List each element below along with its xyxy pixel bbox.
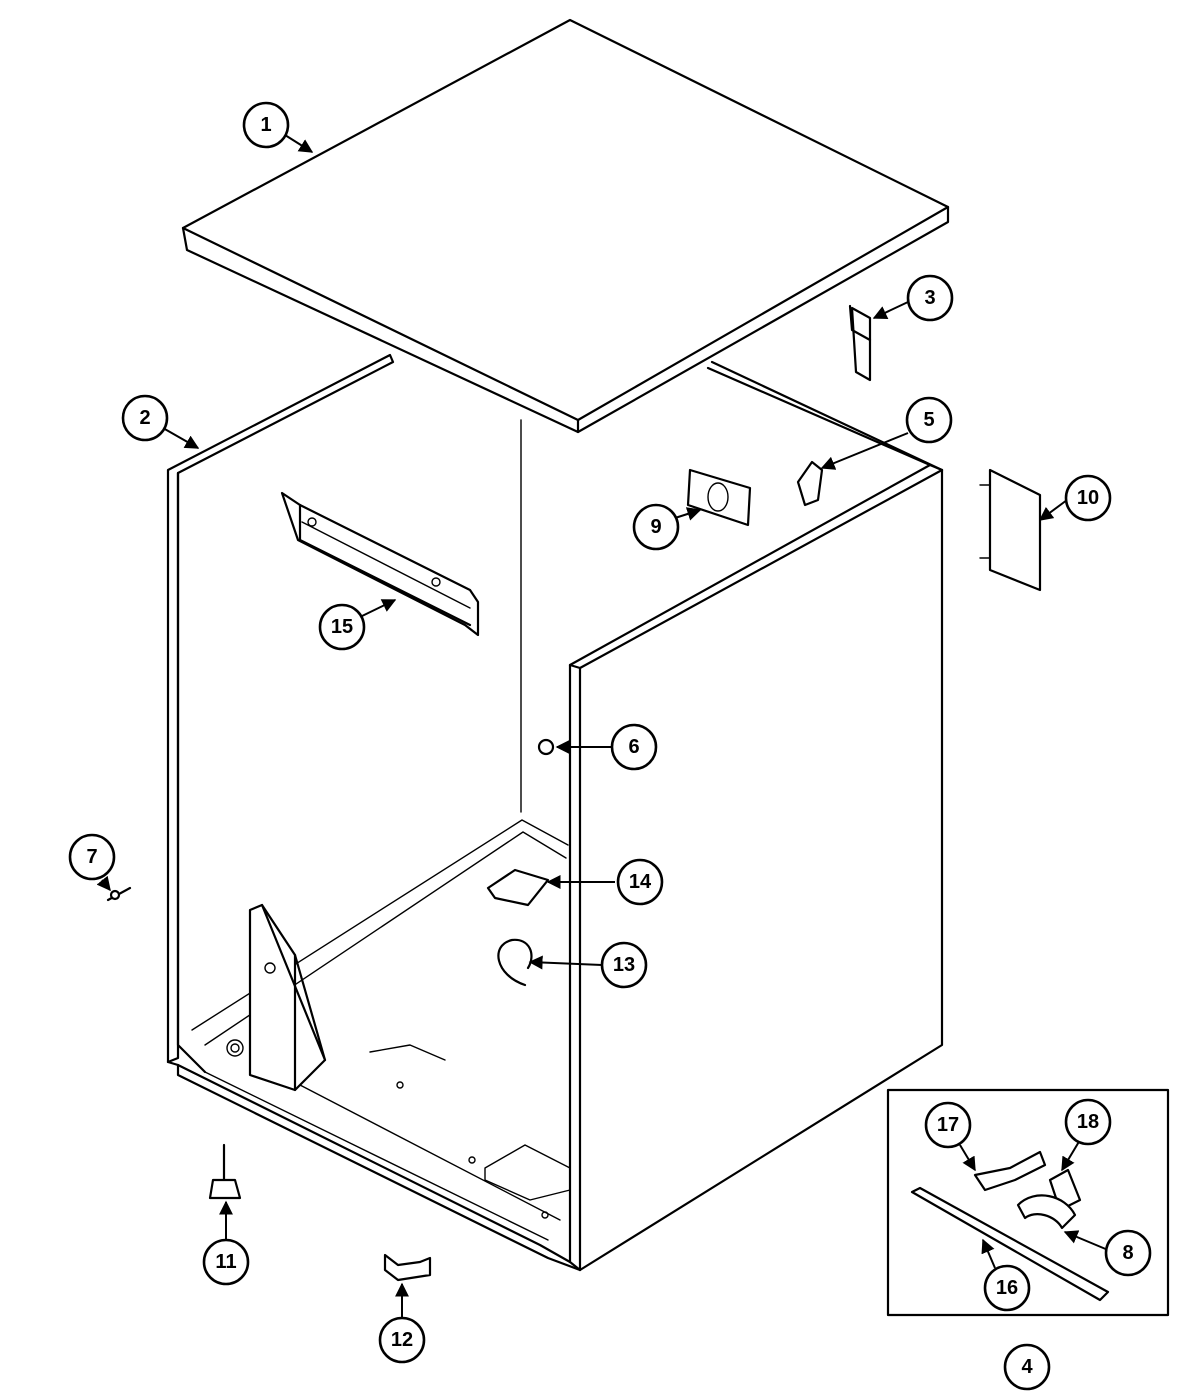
- callout-8: 8: [1104, 1229, 1152, 1277]
- plug-part-6[interactable]: [537, 738, 555, 756]
- svg-text:7: 7: [86, 846, 97, 868]
- callout-14: 14: [616, 858, 664, 906]
- svg-text:18: 18: [1077, 1111, 1099, 1133]
- svg-text:12: 12: [391, 1329, 413, 1351]
- callout-11: 11: [202, 1238, 250, 1286]
- clip-ring-part-13[interactable]: [497, 938, 533, 987]
- callout-1: 1: [242, 101, 290, 149]
- screw-part-7[interactable]: [106, 886, 132, 902]
- shield-part-8[interactable]: [1016, 1194, 1077, 1230]
- cover-part-10[interactable]: [979, 468, 1042, 592]
- callout-10: 10: [1064, 474, 1112, 522]
- svg-text:15: 15: [331, 616, 353, 638]
- callout-5: 5: [905, 396, 953, 444]
- leveling-leg-part-11[interactable]: [208, 1143, 242, 1200]
- svg-text:1: 1: [260, 114, 271, 136]
- svg-text:9: 9: [650, 516, 661, 538]
- bracket-part-14[interactable]: [486, 868, 550, 907]
- callout-15: 15: [318, 603, 366, 651]
- svg-text:2: 2: [139, 407, 150, 429]
- strap-part-16[interactable]: [910, 1186, 1110, 1302]
- callout-9: 9: [632, 503, 680, 551]
- svg-text:13: 13: [613, 954, 635, 976]
- svg-text:4: 4: [1021, 1356, 1033, 1378]
- callout-7: 7: [68, 833, 116, 881]
- callout-16: 16: [983, 1264, 1031, 1312]
- rail-bracket[interactable]: [280, 491, 480, 637]
- svg-text:6: 6: [628, 736, 639, 758]
- plate-part-9[interactable]: [686, 468, 752, 527]
- top-panel[interactable]: [181, 18, 950, 434]
- clip-part-5[interactable]: [796, 460, 824, 507]
- bracket-part-12[interactable]: [383, 1253, 432, 1282]
- callout-4: 4: [1003, 1343, 1051, 1391]
- callout-13: 13: [600, 941, 648, 989]
- callout-17: 17: [924, 1101, 972, 1149]
- svg-text:17: 17: [937, 1114, 959, 1136]
- svg-text:11: 11: [215, 1251, 236, 1273]
- callout-3: 3: [906, 274, 954, 322]
- kit-box: [886, 1088, 1170, 1317]
- svg-text:16: 16: [996, 1277, 1018, 1299]
- clip-part-3[interactable]: [848, 304, 872, 382]
- cabinet[interactable]: [166, 353, 944, 1272]
- svg-text:8: 8: [1122, 1242, 1133, 1264]
- callout-12: 12: [378, 1316, 426, 1364]
- svg-text:10: 10: [1077, 487, 1099, 509]
- svg-text:5: 5: [923, 409, 934, 431]
- svg-text:3: 3: [924, 287, 935, 309]
- bracket-part-17[interactable]: [973, 1150, 1047, 1192]
- callout-6: 6: [610, 723, 658, 771]
- svg-text:14: 14: [629, 871, 652, 893]
- callout-2: 2: [121, 394, 169, 442]
- callout-18: 18: [1064, 1098, 1112, 1146]
